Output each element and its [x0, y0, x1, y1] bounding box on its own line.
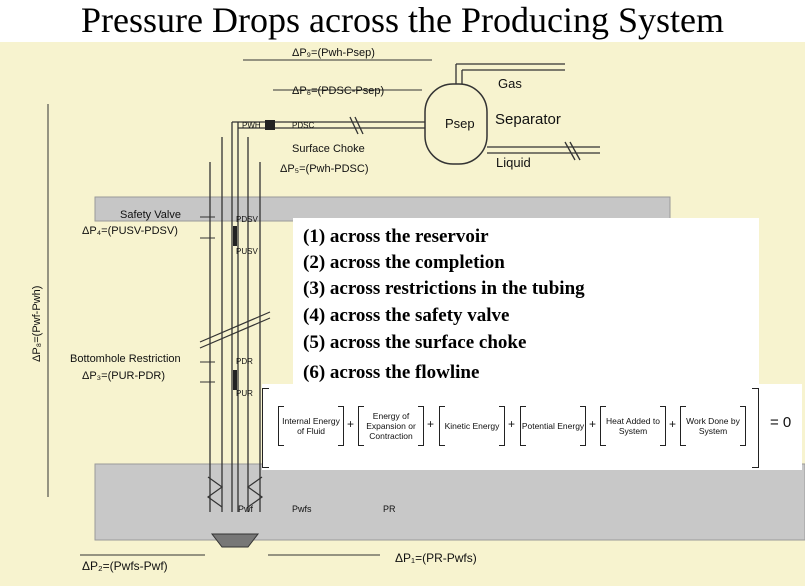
energy-term: Kinetic Energy [439, 406, 505, 446]
pwfs-label: Pwfs [292, 504, 312, 514]
ground-layer [94, 196, 671, 222]
right-bracket [752, 388, 759, 468]
energy-term: Potential Energy [520, 406, 586, 446]
pdr-label: PDR [236, 357, 253, 366]
pur-label: PUR [236, 389, 253, 398]
energy-term: Heat Added to System [600, 406, 666, 446]
safety-valve-label: Safety Valve [120, 209, 181, 221]
gas-label: Gas [498, 76, 522, 91]
reservoir-layer [94, 463, 805, 541]
dp2-label: ΔP₂=(Pwfs-Pwf) [82, 559, 168, 573]
pusv-label: PUSV [236, 247, 258, 256]
wellbore [199, 121, 440, 512]
plus-sign: + [427, 417, 435, 431]
gas-line [455, 63, 565, 84]
dp3-label: ΔP₃=(PUR-PDR) [82, 370, 165, 382]
plus-sign: + [347, 417, 355, 431]
dp9-label: ΔP₉=(Pwh-Psep) [292, 47, 375, 59]
dp6-label: ΔP₆=(PDSC-Psep) [292, 85, 384, 97]
list-item: (2) across the completion [303, 252, 505, 273]
pwh-label: PWH [242, 121, 261, 130]
dp5-label: ΔP₅=(Pwh-PDSC) [280, 163, 369, 175]
perforations [206, 476, 264, 508]
plus-sign: + [669, 417, 677, 431]
equals-zero: = 0 [770, 414, 792, 431]
list-item: (3) across restrictions in the tubing [303, 278, 585, 299]
energy-term: Work Done by System [680, 406, 746, 446]
pr-label: PR [383, 504, 396, 514]
plus-sign: + [508, 417, 516, 431]
safety-valve [233, 226, 237, 246]
psep-label: Psep [445, 116, 475, 131]
energy-term: Energy of Expansion or Contraction [358, 406, 424, 446]
liquid-label: Liquid [496, 155, 531, 170]
plus-sign: + [589, 417, 597, 431]
energy-term: Internal Energy of Fluid [278, 406, 344, 446]
list-item: (6) across the flowline [303, 362, 480, 383]
bottomhole-restriction [233, 370, 237, 390]
dp8-label: ΔP₈=(Pwf-Pwh) [31, 286, 43, 362]
dp1-label: ΔP₁=(PR-Pwfs) [395, 551, 477, 565]
list-item: (4) across the safety valve [303, 305, 510, 326]
dp4-label: ΔP₄=(PUSV-PDSV) [82, 225, 178, 237]
well-bottom [210, 533, 260, 548]
pwf-label: Pwf [238, 504, 254, 514]
pdsc-label: PDSC [292, 121, 314, 130]
left-bracket [262, 388, 269, 468]
pressure-drop-list: (1) across the reservoir (2) across the … [293, 218, 759, 386]
list-item: (1) across the reservoir [303, 226, 489, 247]
surface-choke-label: Surface Choke [292, 143, 365, 155]
pdsv-label: PDSV [236, 215, 258, 224]
bottomhole-restriction-label: Bottomhole Restriction [70, 353, 181, 365]
energy-balance-equation: Internal Energy of Fluid + Energy of Exp… [262, 384, 802, 470]
separator-label: Separator [495, 111, 561, 128]
page-title: Pressure Drops across the Producing Syst… [81, 0, 724, 40]
dimension-lines [47, 59, 432, 556]
list-item: (5) across the surface choke [303, 332, 527, 353]
surface-choke [265, 120, 275, 130]
liquid-line [349, 116, 600, 161]
